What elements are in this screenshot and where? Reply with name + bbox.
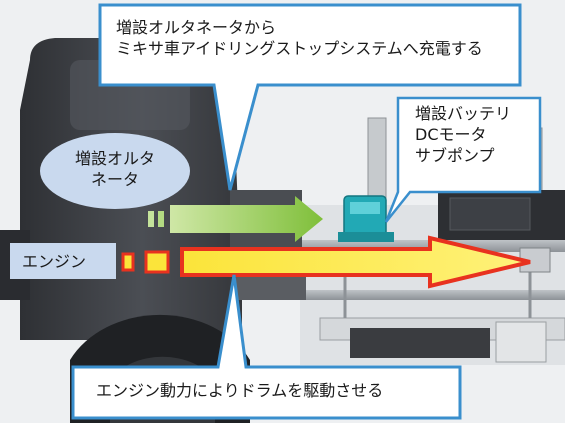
right-callout-line3: サブポンプ bbox=[415, 146, 495, 166]
right-callout-text: 増設バッテリ DCモータ サブポンプ bbox=[415, 103, 511, 166]
engine-drive-arrow bbox=[121, 235, 531, 289]
dc-motor-subpump bbox=[338, 195, 394, 242]
alternator-bubble bbox=[40, 133, 190, 209]
engine-box bbox=[10, 243, 116, 279]
alternator-label-line2: ネータ bbox=[90, 170, 139, 190]
right-callout-bubble bbox=[384, 96, 542, 223]
top-callout-text: 増設オルタネータから ミキサ車アイドリングストップシステムへ充電する bbox=[116, 17, 483, 59]
bottom-callout-text: エンジン動力によりドラムを駆動させる bbox=[96, 381, 384, 400]
charging-arrow bbox=[148, 196, 323, 242]
right-callout-line2: DCモータ bbox=[415, 125, 487, 145]
alternator-label: 増設オルタ ネータ bbox=[60, 148, 170, 190]
alternator-label-line1: 増設オルタ bbox=[74, 149, 155, 168]
top-callout-bubble bbox=[98, 3, 522, 191]
engine-label: エンジン bbox=[22, 252, 87, 271]
fuel-tank bbox=[350, 328, 490, 358]
top-callout-line2: ミキサ車アイドリングストップシステムへ充電する bbox=[116, 39, 483, 59]
mixer-frame bbox=[298, 117, 565, 363]
top-callout-line1: 増設オルタネータから bbox=[116, 18, 277, 37]
bottom-callout-bubble bbox=[71, 274, 462, 420]
right-callout-line1: 増設バッテリ bbox=[415, 104, 512, 123]
